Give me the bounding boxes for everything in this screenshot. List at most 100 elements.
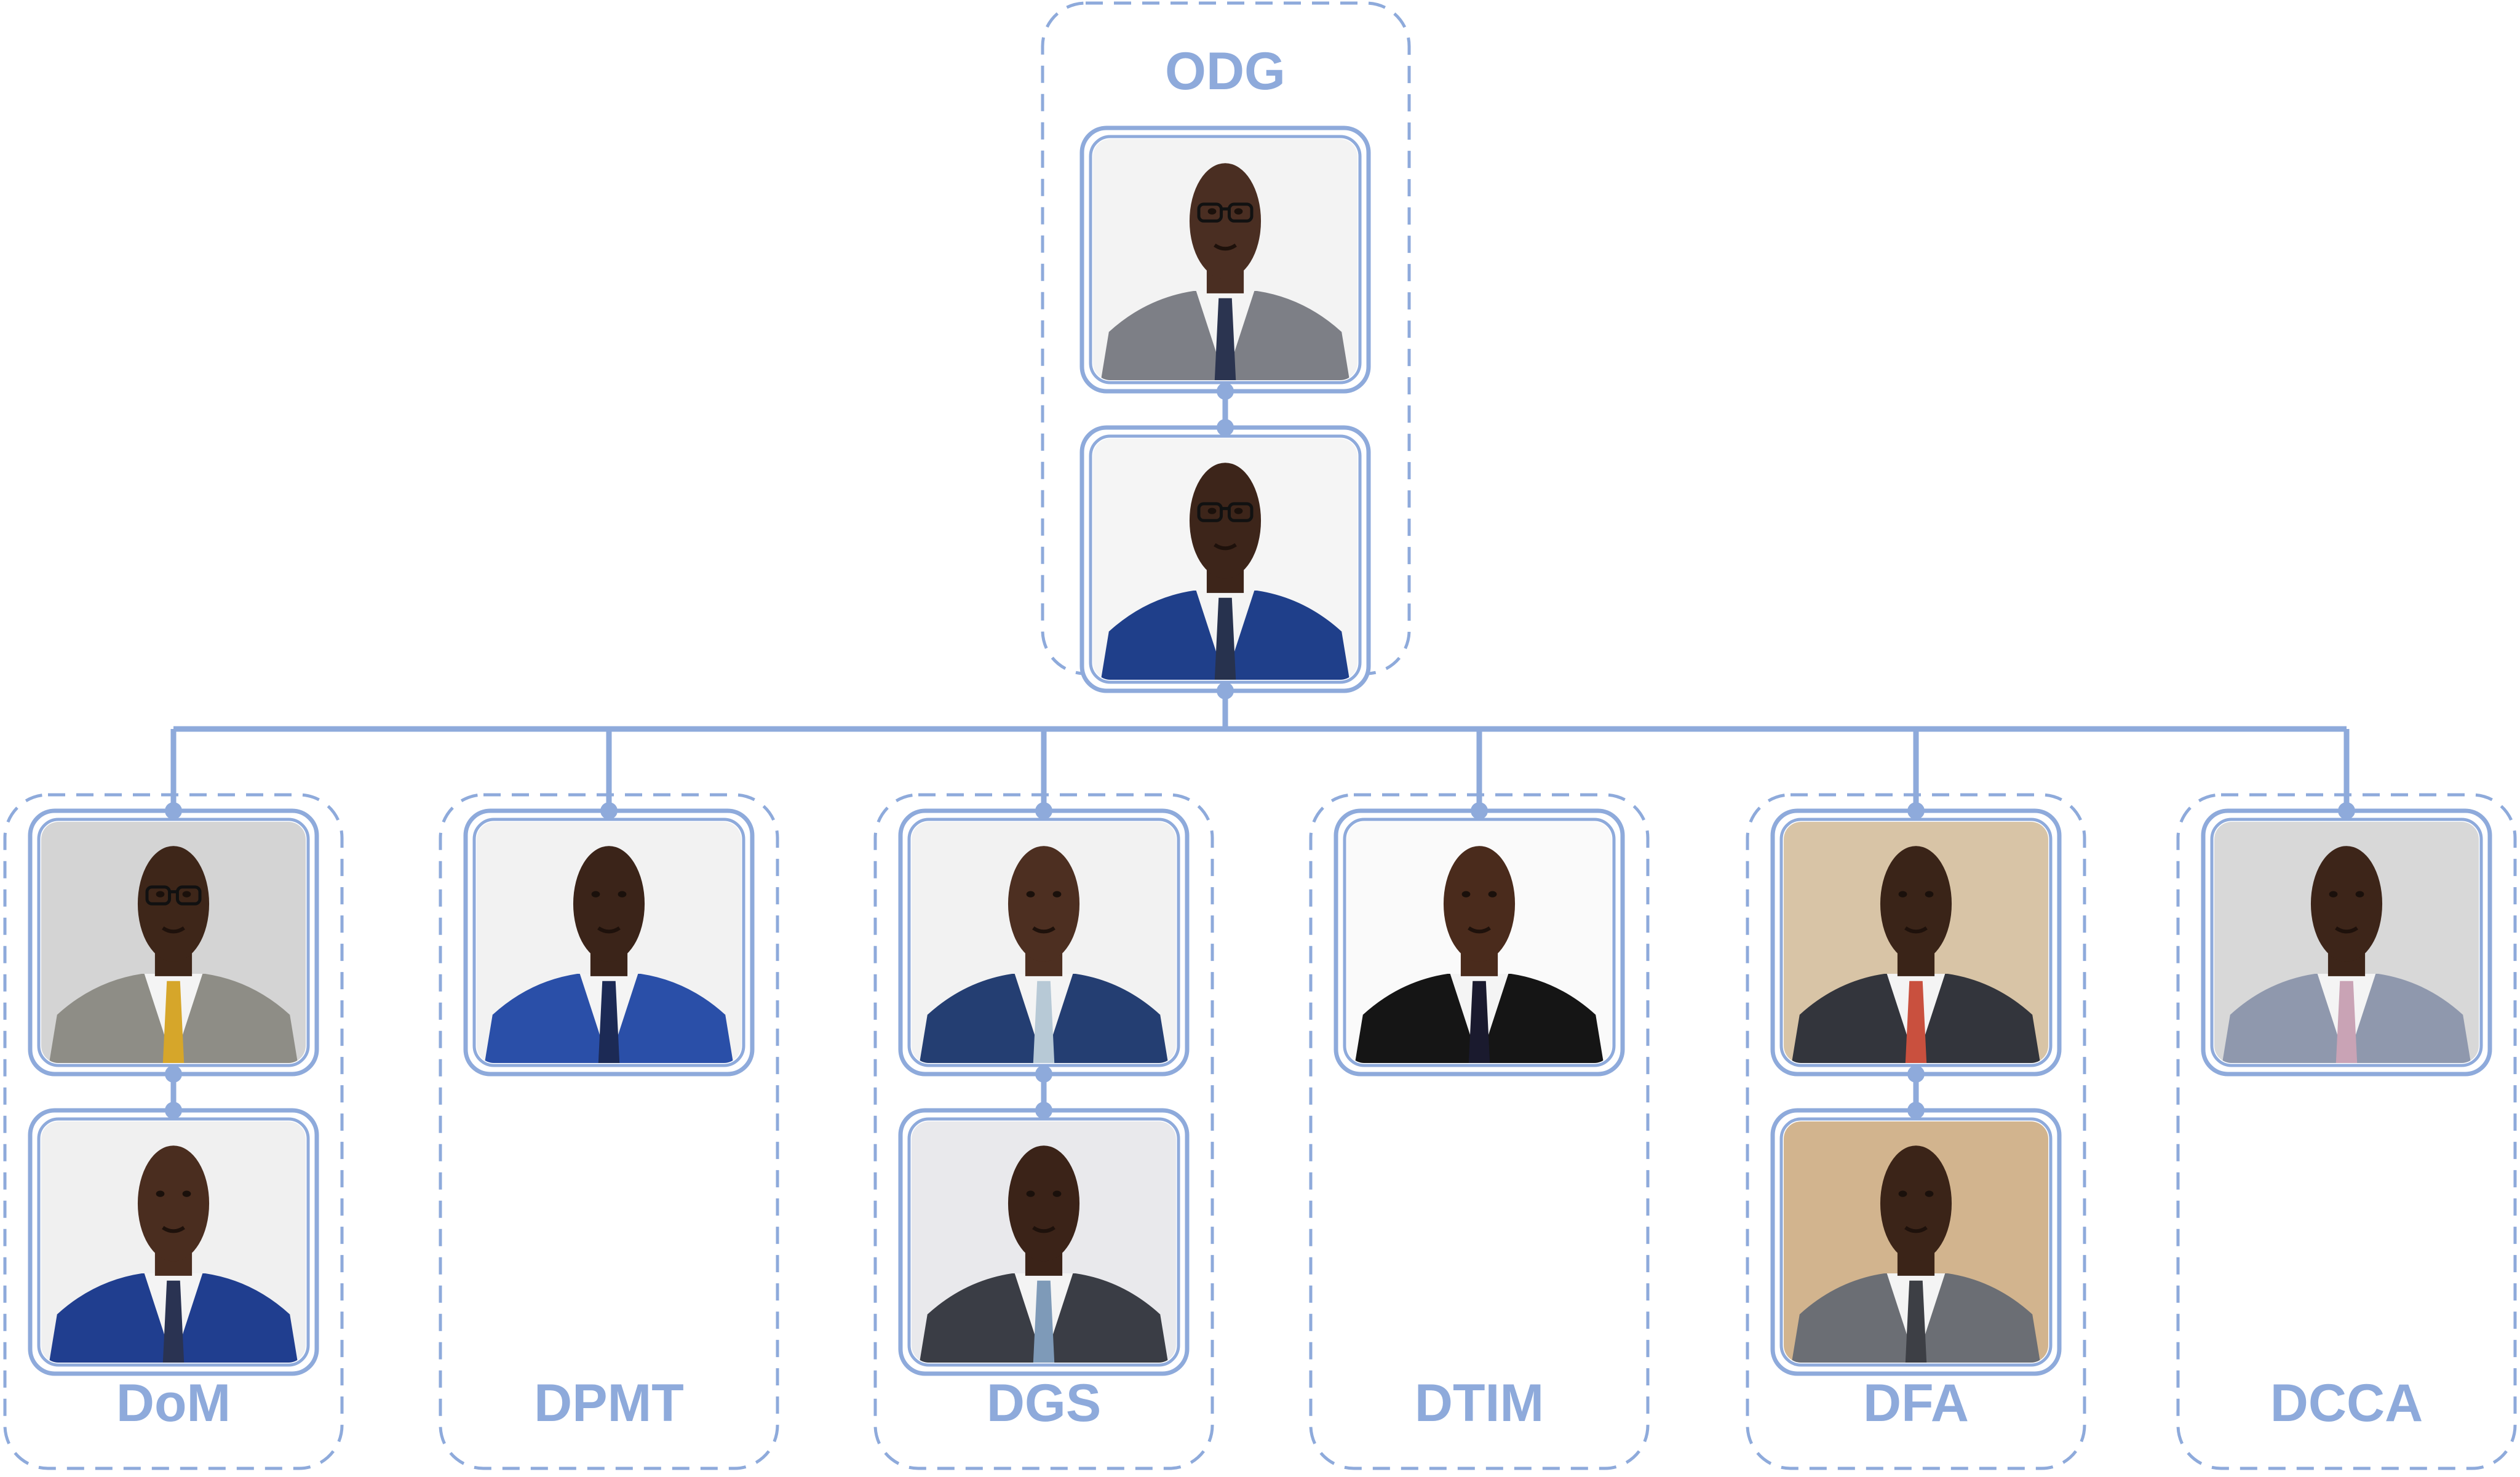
head	[2310, 846, 2383, 962]
portrait	[41, 822, 306, 1063]
eye	[1898, 891, 1907, 898]
portrait	[1093, 439, 1357, 680]
mouth	[162, 926, 185, 934]
eye	[182, 891, 191, 898]
portrait	[1093, 139, 1357, 380]
mouth	[1214, 243, 1237, 251]
connector-dot	[1907, 1065, 1925, 1083]
tie	[598, 981, 620, 1063]
eye	[156, 1190, 165, 1197]
mouth	[1904, 926, 1928, 934]
unit-label-dpmt: DPMT	[534, 1374, 684, 1433]
head	[1189, 463, 1262, 579]
glasses-lens	[1197, 202, 1223, 223]
eye	[1026, 891, 1035, 898]
person-photo-icon	[28, 808, 319, 1077]
eye	[1461, 891, 1471, 898]
mouth	[1032, 1225, 1055, 1233]
tie	[1214, 597, 1236, 680]
eye	[1052, 1190, 1062, 1197]
connector-dot	[165, 1102, 182, 1119]
portrait	[1784, 822, 2048, 1063]
unit-label-dfa: DFA	[1863, 1374, 1969, 1433]
tie	[162, 981, 185, 1063]
tie	[1905, 1280, 1927, 1363]
person-photo-icon	[898, 1108, 1190, 1376]
glasses-lens	[1227, 202, 1254, 223]
portrait	[2214, 822, 2479, 1063]
connector-dot	[165, 1065, 182, 1083]
portrait	[41, 1121, 306, 1363]
person-photo-icon	[1079, 425, 1371, 693]
eye	[1207, 508, 1217, 514]
unit-label-dtim: DTIM	[1415, 1374, 1544, 1433]
unit-label-odg: ODG	[1165, 42, 1286, 101]
tie	[1214, 298, 1236, 380]
head	[1443, 846, 1516, 962]
person-photo-icon	[1334, 808, 1625, 1077]
mouth	[1904, 1225, 1928, 1233]
head	[137, 846, 210, 962]
eye	[2355, 891, 2364, 898]
tie	[1033, 1280, 1055, 1363]
connector-dot	[1217, 419, 1234, 436]
tie	[1033, 981, 1055, 1063]
eye	[1026, 1190, 1035, 1197]
portrait	[477, 822, 741, 1063]
connector-dot	[600, 802, 618, 819]
eye	[591, 891, 600, 898]
head	[573, 846, 645, 962]
head	[1189, 163, 1262, 279]
portrait	[912, 822, 1176, 1063]
mouth	[2335, 926, 2358, 934]
head	[137, 1145, 210, 1262]
eye	[1234, 208, 1243, 215]
connector-dot	[2338, 802, 2355, 819]
head	[1008, 846, 1080, 962]
unit-label-dcca: DCCA	[2270, 1374, 2423, 1433]
eye	[1925, 891, 1934, 898]
head	[1008, 1145, 1080, 1262]
eye	[156, 891, 165, 898]
mouth	[597, 926, 621, 934]
head	[1880, 846, 1952, 962]
person-photo-icon	[463, 808, 755, 1077]
connector-dot	[1217, 383, 1234, 400]
eye	[618, 891, 627, 898]
mouth	[162, 1225, 185, 1233]
unit-label-dgs: DGS	[987, 1374, 1101, 1433]
glasses-lens	[1227, 502, 1254, 522]
connector-dot	[1035, 1102, 1052, 1119]
portrait	[1784, 1121, 2048, 1363]
glasses-lens	[1197, 502, 1223, 522]
connector-dot	[1035, 1065, 1052, 1083]
person-photo-icon	[898, 808, 1190, 1077]
connector-dot	[1907, 802, 1925, 819]
tie	[1468, 981, 1490, 1063]
eye	[1488, 891, 1497, 898]
glasses-lens	[175, 885, 202, 906]
head	[1880, 1145, 1952, 1262]
person-photo-icon	[1079, 125, 1371, 394]
mouth	[1032, 926, 1055, 934]
eye	[2329, 891, 2338, 898]
eye	[1052, 891, 1062, 898]
tie	[162, 1280, 185, 1363]
mouth	[1214, 543, 1237, 551]
glasses-lens	[145, 885, 172, 906]
unit-label-dom: DoM	[116, 1374, 231, 1433]
tie	[1905, 981, 1927, 1063]
person-photo-icon	[2201, 808, 2492, 1077]
connector-dot	[1907, 1102, 1925, 1119]
portrait	[912, 1121, 1176, 1363]
connector-dot	[1471, 802, 1488, 819]
eye	[182, 1190, 191, 1197]
portrait	[1347, 822, 1612, 1063]
connector-dot	[1035, 802, 1052, 819]
eye	[1898, 1190, 1907, 1197]
connector-dot	[165, 802, 182, 819]
eye	[1925, 1190, 1934, 1197]
person-photo-icon	[28, 1108, 319, 1376]
tie	[2335, 981, 2358, 1063]
